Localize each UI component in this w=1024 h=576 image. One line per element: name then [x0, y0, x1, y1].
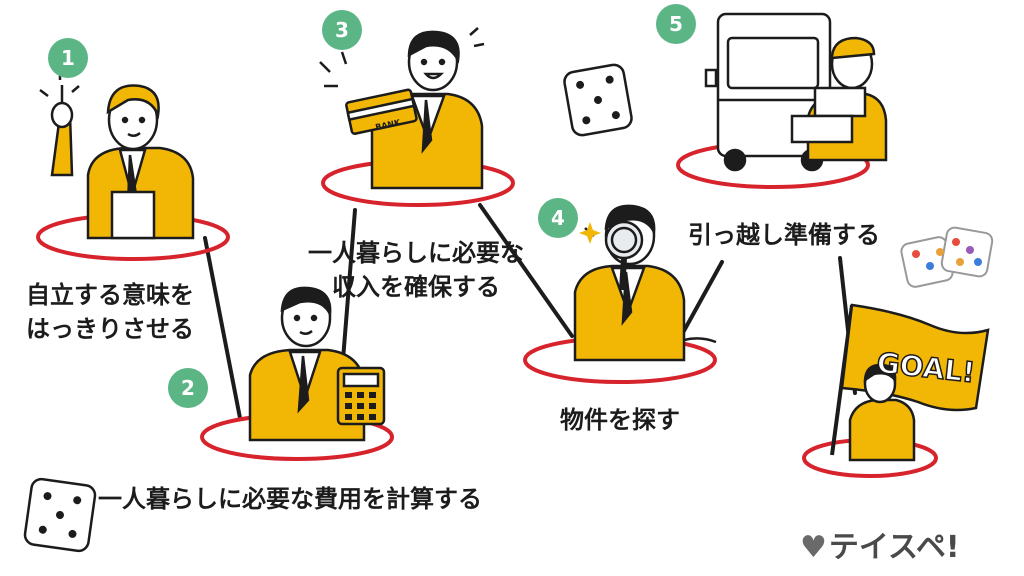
- person-step-2-illustration: [248, 286, 386, 442]
- step-4-label-line-1: 物件を探す: [560, 406, 680, 434]
- step-1-badge: 1: [48, 38, 88, 78]
- colored-dice-icon: [900, 226, 994, 288]
- step-5-label: 引っ越し準備する: [688, 218, 880, 252]
- step-5-badge: 5: [656, 4, 696, 44]
- step-4-badge: 4: [538, 198, 578, 238]
- person-step-1-illustration: [39, 72, 195, 240]
- step-5-label-line-1: 引っ越し準備する: [688, 221, 880, 249]
- step-2-label: 一人暮らしに必要な費用を計算する: [98, 482, 482, 516]
- step-3-label: 一人暮らしに必要な 収入を確保する: [308, 236, 524, 304]
- connector-2-3-left: [340, 208, 357, 374]
- step-3-label-line-1: 一人暮らしに必要な: [308, 239, 524, 267]
- step-3-label-line-2: 収入を確保する: [332, 273, 500, 301]
- moving-truck-illustration: [704, 12, 888, 172]
- site-logo: ♥テイスペ!: [800, 522, 960, 566]
- step-1-label-line-2: はっきりさせる: [26, 315, 194, 343]
- step-4-label: 物件を探す: [560, 403, 680, 437]
- site-logo-text: テイスペ!: [828, 530, 960, 565]
- step-2-badge: 2: [168, 368, 208, 408]
- step-3-badge: 3: [322, 10, 362, 50]
- person-step-3-illustration: [319, 27, 485, 190]
- step-2-label-line-1: 一人暮らしに必要な費用を計算する: [98, 485, 482, 513]
- step-1-label: 自立する意味を はっきりさせる: [26, 278, 194, 346]
- goal-flag-illustration: [830, 303, 990, 462]
- dice-icon-top: [563, 63, 633, 137]
- heart-icon: ♥: [800, 530, 827, 565]
- sparkle-icon: [579, 222, 601, 244]
- step-1-label-line-1: 自立する意味を: [26, 281, 194, 309]
- connector-3-4: [478, 203, 574, 338]
- dice-icon-bottom: [23, 477, 97, 553]
- connector-1-2: [203, 236, 242, 420]
- connector-4-5: [678, 260, 724, 340]
